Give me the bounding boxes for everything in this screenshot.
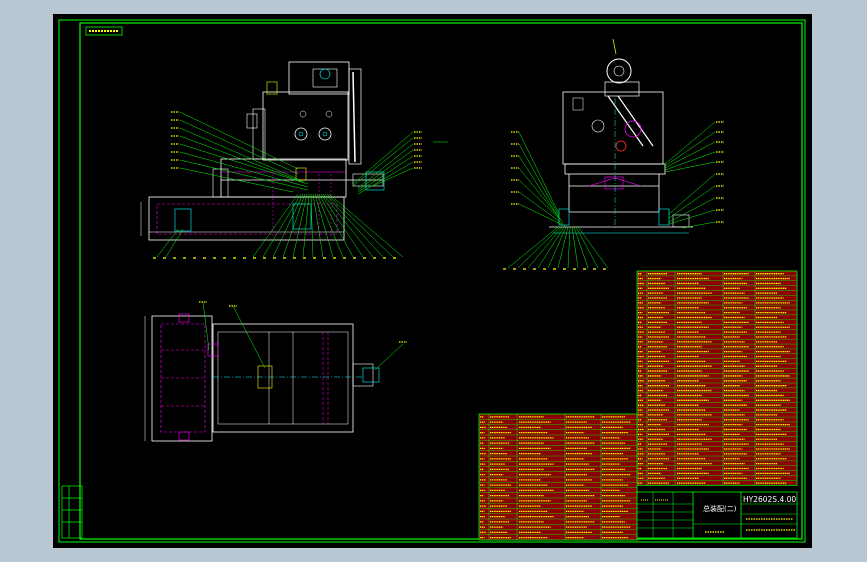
front-upper-housing	[262, 91, 349, 161]
side-balloons	[503, 121, 724, 270]
outer-frame	[58, 19, 806, 543]
front-leaders-right	[352, 131, 448, 195]
side-motor	[606, 58, 632, 84]
side-leaders	[507, 121, 716, 269]
front-motor-shaft	[319, 68, 331, 80]
top-label-box	[85, 26, 123, 36]
front-pit-hidden	[156, 203, 338, 235]
parts-list-lower	[478, 413, 638, 541]
side-view	[549, 38, 693, 234]
plan-view	[144, 313, 380, 442]
cad-drawing: HY2602S.4.00 总装配(二)	[58, 19, 806, 543]
front-left-post	[252, 108, 266, 160]
inner-frame	[79, 22, 803, 540]
plan-left-frame	[151, 315, 213, 442]
front-leaders-left	[179, 111, 309, 193]
front-body	[220, 158, 347, 198]
front-motor	[312, 68, 338, 88]
parts-list-upper	[636, 270, 798, 486]
front-motor-box	[288, 61, 350, 95]
drawing-name: 总装配(二)	[703, 504, 737, 513]
front-pulley-1	[294, 127, 308, 141]
plan-body	[212, 323, 354, 433]
drawing-number: HY2602S.4.00	[743, 495, 796, 504]
front-pulley-2	[318, 127, 332, 141]
front-side-plate	[212, 168, 229, 198]
title-block: HY2602S.4.00 总装配(二)	[636, 491, 798, 539]
plan-balloons	[199, 301, 407, 343]
front-balloons	[153, 111, 422, 259]
binding-block	[61, 485, 83, 539]
front-leaders-bottom	[156, 193, 404, 258]
drawing-sheet: HY2602S.4.00 总装配(二)	[53, 14, 812, 548]
front-right-post	[348, 68, 362, 165]
plan-leaders	[202, 301, 404, 371]
